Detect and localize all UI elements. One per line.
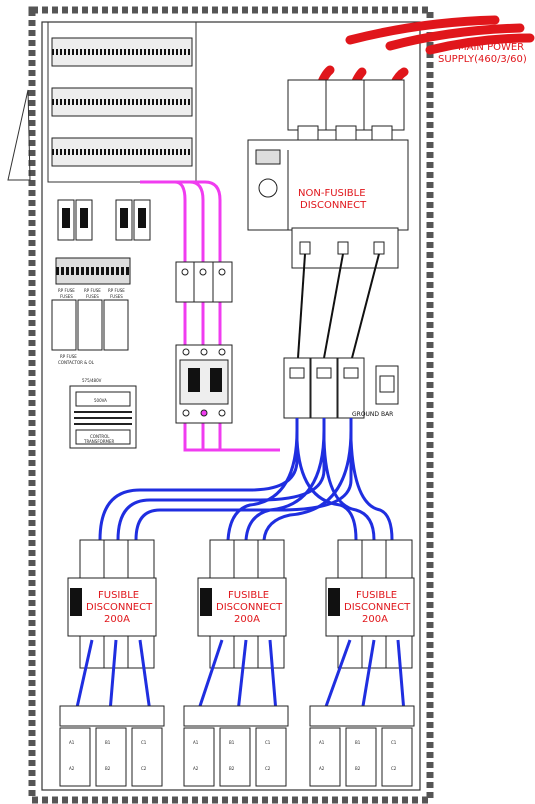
xfmr-bottom2: TRANSFORMER — [83, 439, 115, 444]
xfmr-bottom1: CONTROL — [90, 434, 110, 439]
distribution-lugs — [283, 357, 365, 419]
feeder-wiring — [98, 418, 394, 541]
fusible-3-line1: FUSIBLE — [356, 590, 397, 601]
fuse-sub-2: FUSES — [86, 294, 99, 299]
non-fusible-disconnect: NON-FUSIBLE DISCONNECT — [247, 79, 409, 269]
contactor-block: RP FUSE CONTACTOR & OL — [51, 299, 129, 365]
terminal-1-b1: B1 — [105, 740, 111, 745]
terminal-3-a1: A1 — [319, 740, 325, 745]
terminal-2-c2: C2 — [265, 766, 271, 771]
terminal-1-a2: A2 — [69, 766, 75, 771]
fuse-label-3: RP FUSE — [108, 288, 125, 293]
terminal-1-b2: B2 — [105, 766, 111, 771]
fusible-2-rating: 200A — [234, 614, 260, 625]
terminal-row-3 — [51, 137, 193, 167]
non-fusible-line2: DISCONNECT — [300, 200, 367, 211]
xfmr-top: 575/480V — [82, 378, 102, 383]
terminal-3-b2: B2 — [355, 766, 361, 771]
ground-bar-label: GROUND BAR — [352, 411, 393, 418]
control-fuses — [175, 261, 233, 303]
enclosure-outer — [28, 6, 434, 804]
terminal-rack — [47, 21, 197, 183]
fuse-block: RP FUSE RP FUSE RP FUSE FUSES FUSES FUSE… — [55, 257, 131, 299]
main-power-line1: MAIN POWER — [458, 42, 524, 53]
fusible-disconnect-3: FUSIBLE DISCONNECT 200A — [325, 539, 415, 669]
fusible-1-rating: 200A — [104, 614, 130, 625]
terminal-3-a2: A2 — [319, 766, 325, 771]
fusible-1-line2: DISCONNECT — [86, 602, 153, 613]
terminal-1-c1: C1 — [141, 740, 147, 745]
small-breaker-left — [57, 199, 93, 241]
terminal-2-b2: B2 — [229, 766, 235, 771]
terminal-3-c2: C2 — [391, 766, 397, 771]
terminal-group-2: A1 B1 C1 A2 B2 C2 — [183, 705, 289, 787]
fusible-1-line1: FUSIBLE — [98, 590, 139, 601]
non-fusible-line1: NON-FUSIBLE — [298, 188, 366, 199]
xfmr-va: 500VA — [94, 398, 107, 403]
terminal-2-c1: C1 — [265, 740, 271, 745]
disconnect-conductors — [297, 253, 380, 359]
terminal-group-1: A1 B1 C1 A2 B2 C2 — [59, 705, 165, 787]
terminal-1-c2: C2 — [141, 766, 147, 771]
terminal-3-c1: C1 — [391, 740, 397, 745]
terminal-group-3: A1 B1 C1 A2 B2 C2 — [309, 705, 415, 787]
fusible-disconnect-2: FUSIBLE DISCONNECT 200A — [197, 539, 287, 669]
small-breaker-right — [115, 199, 151, 241]
fusible-2-line2: DISCONNECT — [216, 602, 283, 613]
ground-bar: GROUND BAR — [352, 365, 399, 418]
terminal-row-2 — [51, 87, 193, 117]
main-power-label: MAIN POWER SUPPLY(460/3/60) — [438, 42, 527, 65]
fuse-label-2: RP FUSE — [84, 288, 101, 293]
enclosure-inner — [41, 21, 421, 791]
control-breaker — [175, 344, 233, 424]
terminal-2-b1: B1 — [229, 740, 235, 745]
fuse-sub-3: FUSES — [110, 294, 123, 299]
control-transformer: 575/480V 500VA CONTROL TRANSFORMER — [69, 378, 137, 449]
terminal-1-a1: A1 — [69, 740, 75, 745]
load-wiring — [74, 639, 406, 713]
terminal-3-b1: B1 — [355, 740, 361, 745]
terminal-2-a1: A1 — [193, 740, 199, 745]
main-power-line2: SUPPLY(460/3/60) — [438, 54, 527, 65]
fusible-disconnect-1: FUSIBLE DISCONNECT 200A — [67, 539, 157, 669]
control-wiring — [140, 180, 280, 452]
relay-label: RP FUSE — [60, 354, 77, 359]
terminal-row-1 — [51, 37, 193, 67]
relay-sub: CONTACTOR & OL — [58, 360, 95, 365]
terminal-2-a2: A2 — [193, 766, 199, 771]
fuse-sub: FUSES — [60, 294, 73, 299]
door-hinge — [7, 89, 31, 181]
fuse-label: RP FUSE — [58, 288, 75, 293]
fusible-2-line1: FUSIBLE — [228, 590, 269, 601]
fusible-3-rating: 200A — [362, 614, 388, 625]
fusible-3-line2: DISCONNECT — [344, 602, 411, 613]
